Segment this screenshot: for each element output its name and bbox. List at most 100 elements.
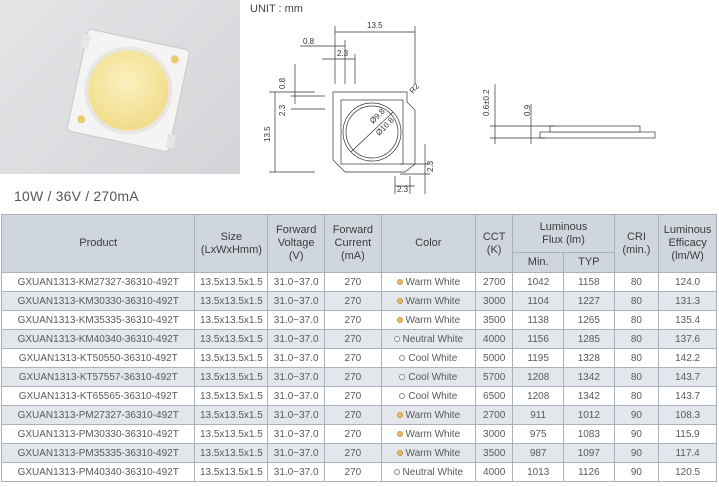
cell-text: Cool White bbox=[408, 371, 458, 383]
cell-text: 31.0~37.0 bbox=[273, 314, 319, 326]
cell-cri: 80 bbox=[613, 386, 660, 406]
cell-text: 3500 bbox=[483, 447, 506, 459]
cell-text: GXUAN1313-PM30330-36310-492T bbox=[17, 428, 179, 440]
color-swatch-icon bbox=[396, 430, 403, 437]
cell-text: GXUAN1313-PM35335-36310-492T bbox=[17, 447, 179, 459]
cell-text: 90 bbox=[630, 409, 642, 421]
cell-text: 4000 bbox=[483, 333, 506, 345]
cell-text: 31.0~37.0 bbox=[273, 466, 319, 478]
cell-cri: 80 bbox=[613, 272, 660, 292]
cell-voltage: 31.0~37.0 bbox=[267, 443, 326, 463]
cell-text: 6500 bbox=[483, 390, 506, 402]
cell-text: 90 bbox=[630, 466, 642, 478]
dim-overall-height: 13.5 bbox=[263, 126, 272, 142]
cell-text: 13.5x13.5x1.5 bbox=[199, 428, 263, 440]
cell-text: 31.0~37.0 bbox=[273, 371, 319, 383]
cell-flux-typ: 1328 bbox=[563, 348, 615, 368]
cell-text: 270 bbox=[344, 295, 362, 307]
cell-text: 270 bbox=[344, 466, 362, 478]
cell-color: Warm White bbox=[380, 405, 476, 425]
cell-efficacy: 124.0 bbox=[658, 272, 717, 292]
header-flux-min: Min. bbox=[512, 252, 564, 273]
cell-voltage: 31.0~37.0 bbox=[267, 405, 326, 425]
cell-text: 270 bbox=[344, 390, 362, 402]
color-swatch-icon bbox=[399, 354, 406, 361]
cell-text: 80 bbox=[630, 371, 642, 383]
cell-text: Warm White bbox=[405, 314, 461, 326]
cell-voltage: 31.0~37.0 bbox=[267, 424, 326, 444]
cell-text: 31.0~37.0 bbox=[273, 333, 319, 345]
cell-text: 80 bbox=[630, 314, 642, 326]
header-color: Color bbox=[380, 214, 476, 273]
cell-text: 975 bbox=[529, 428, 547, 440]
cell-text: GXUAN1313-KM35335-36310-492T bbox=[17, 314, 179, 326]
color-swatch-icon bbox=[399, 373, 406, 380]
table-row: GXUAN1313-PM35335-36310-492T 13.5x13.5x1.… bbox=[0, 443, 717, 463]
cell-text: 31.0~37.0 bbox=[273, 390, 319, 402]
cell-size: 13.5x13.5x1.5 bbox=[194, 291, 269, 311]
cell-text: 80 bbox=[630, 295, 642, 307]
led-product-photo bbox=[0, 0, 240, 174]
cell-text: GXUAN1313-KT57557-36310-492T bbox=[18, 371, 178, 383]
cell-text: 13.5x13.5x1.5 bbox=[199, 314, 263, 326]
cell-text: 13.5x13.5x1.5 bbox=[199, 409, 263, 421]
cell-text: 3000 bbox=[483, 295, 506, 307]
table-row: GXUAN1313-KT50550-36310-492T 13.5x13.5x1.… bbox=[0, 348, 717, 368]
cell-color: Warm White bbox=[380, 424, 476, 444]
color-swatch-icon bbox=[399, 392, 406, 399]
cell-text: Warm White bbox=[405, 409, 461, 421]
cell-current: 270 bbox=[324, 443, 382, 463]
cell-efficacy: 137.6 bbox=[658, 329, 717, 349]
cell-text: 117.4 bbox=[675, 447, 700, 459]
cell-text: 1285 bbox=[577, 333, 600, 345]
cell-color: Warm White bbox=[380, 272, 476, 292]
cell-efficacy: 143.7 bbox=[658, 386, 717, 406]
cell-text: Warm White bbox=[405, 295, 461, 307]
cell-current: 270 bbox=[324, 462, 382, 482]
cell-color: Warm White bbox=[380, 291, 476, 311]
cell-size: 13.5x13.5x1.5 bbox=[194, 329, 269, 349]
cell-text: 270 bbox=[344, 352, 362, 364]
cell-flux-min: 1013 bbox=[512, 462, 564, 482]
cell-text: 4000 bbox=[483, 466, 506, 478]
cell-text: Neutral White bbox=[402, 333, 464, 345]
cell-text: 108.3 bbox=[675, 409, 701, 421]
cell-text: 270 bbox=[344, 371, 362, 383]
cell-text: 270 bbox=[344, 314, 362, 326]
cell-cct: 5700 bbox=[474, 367, 514, 387]
color-swatch-icon bbox=[396, 278, 403, 285]
cell-text: 143.7 bbox=[675, 390, 701, 402]
cell-size: 13.5x13.5x1.5 bbox=[194, 348, 269, 368]
cell-cct: 3000 bbox=[474, 424, 514, 444]
cell-text: 1012 bbox=[577, 409, 600, 421]
cell-size: 13.5x13.5x1.5 bbox=[194, 443, 269, 463]
cell-text: 270 bbox=[344, 447, 362, 459]
cell-flux-min: 1042 bbox=[512, 272, 564, 292]
cell-flux-typ: 1126 bbox=[563, 462, 615, 482]
cell-flux-typ: 1285 bbox=[563, 329, 615, 349]
cell-text: 13.5x13.5x1.5 bbox=[199, 333, 263, 345]
cell-cct: 3500 bbox=[474, 310, 514, 330]
cell-text: GXUAN1313-KT50550-36310-492T bbox=[18, 352, 178, 364]
cell-size: 13.5x13.5x1.5 bbox=[194, 462, 269, 482]
cell-efficacy: 143.7 bbox=[658, 367, 717, 387]
table-row: GXUAN1313-KM35335-36310-492T 13.5x13.5x1.… bbox=[0, 310, 717, 330]
dim-corner-radius: R2 bbox=[408, 81, 422, 95]
cell-flux-typ: 1342 bbox=[563, 367, 615, 387]
cell-current: 270 bbox=[324, 424, 382, 444]
dim-left-offset: 0.8 bbox=[278, 77, 287, 89]
cell-cri: 80 bbox=[613, 310, 660, 330]
cell-text: 2700 bbox=[483, 409, 506, 421]
cell-text: 3000 bbox=[483, 428, 506, 440]
cell-text: 31.0~37.0 bbox=[273, 447, 319, 459]
cell-voltage: 31.0~37.0 bbox=[267, 348, 326, 368]
cell-text: 1328 bbox=[577, 352, 600, 364]
cell-color: Cool White bbox=[380, 386, 476, 406]
